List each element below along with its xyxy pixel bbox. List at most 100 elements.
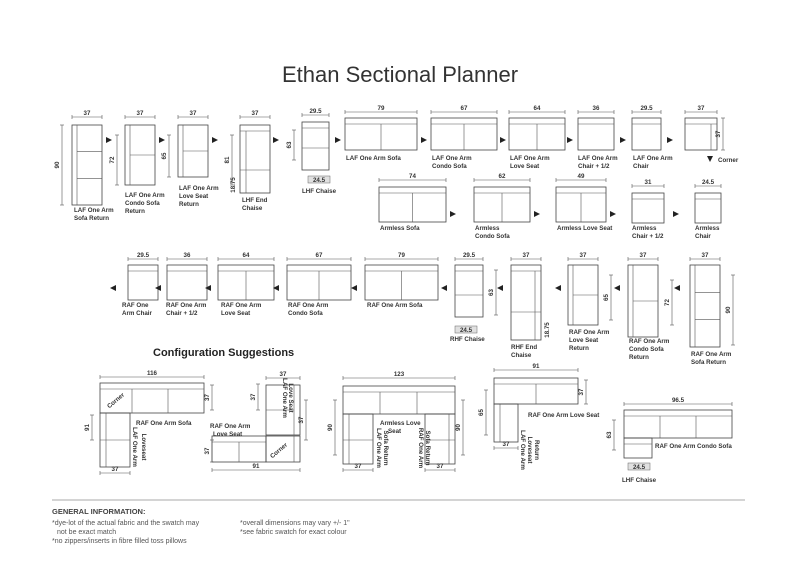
return-piece — [689, 264, 721, 348]
dimension-label: 37 — [298, 416, 305, 423]
dimension-label: 37 — [580, 252, 587, 259]
piece-label: RAF One Arm — [691, 351, 732, 358]
dimension-label: 37 — [355, 463, 362, 470]
dimension-label: 18.75 — [544, 322, 551, 338]
piece-label: LAF One Arm — [74, 207, 114, 214]
arrow-right-icon — [212, 137, 218, 143]
dimension-label: 24.5 — [313, 177, 326, 184]
piece-label: Condo Sofa — [432, 163, 467, 170]
piece-label: LAF One Arm — [125, 192, 165, 199]
note-left-1: *dye-lot of the actual fabric and the sw… — [52, 520, 200, 527]
dimension-label: 63 — [488, 289, 495, 296]
note-right-1: *overall dimensions may vary +/- 1" — [240, 520, 350, 527]
piece-label: Sofa Return — [74, 215, 109, 222]
dimension-label: 72 — [664, 299, 671, 306]
end-chaise-piece — [239, 124, 271, 194]
dimension-label: 37 — [503, 441, 510, 448]
arrow-left-icon — [497, 285, 503, 291]
piece-label: RAF One Arm — [629, 338, 670, 345]
dimension-label: 37 — [715, 130, 722, 137]
seat-piece — [631, 117, 662, 151]
piece-label: Sofa Return — [691, 359, 726, 366]
dimension-label: 36 — [593, 105, 600, 112]
dimension-label: 74 — [409, 173, 416, 180]
dimension-label: 37 — [437, 463, 444, 470]
dimension-label: 37 — [112, 466, 119, 473]
piece-label: RAF One Arm — [166, 302, 207, 309]
config-label: LAF One Arm — [281, 378, 288, 418]
dimension-label: 64 — [534, 105, 541, 112]
dimension-label: 37 — [702, 252, 709, 259]
chaise-piece — [454, 264, 484, 318]
dimension-label: 31 — [645, 179, 652, 186]
dimension-box — [307, 175, 331, 184]
piece-label: Return — [629, 354, 649, 361]
piece-label: RHF End — [511, 344, 537, 351]
piece-label: Love Seat — [510, 163, 539, 170]
return-piece — [71, 124, 103, 206]
config-label: RAF One Arm Sofa — [136, 420, 192, 427]
seat-piece — [577, 117, 615, 151]
config-5-sofa — [623, 409, 733, 439]
dimension-label: 29.5 — [137, 252, 150, 259]
arrow-right-icon — [273, 137, 279, 143]
seat-piece — [127, 264, 159, 301]
config-label: LAF One Arm — [375, 428, 382, 468]
piece-label: LAF One Arm — [179, 185, 219, 192]
config-label: Loveseat — [140, 434, 147, 461]
config-label: RAF One Arm Condo Sofa — [655, 443, 732, 450]
dimension-label: 37 — [190, 110, 197, 117]
config-label: LAF One Arm — [131, 427, 138, 467]
seat-piece — [631, 192, 665, 224]
dimension-label: 67 — [461, 105, 468, 112]
dimension-label: 37 — [252, 110, 259, 117]
dimension-label: 96.5 — [672, 397, 685, 404]
config-label: LAF One Arm — [519, 430, 526, 470]
config-label: Loveseat — [526, 437, 533, 464]
dimension-label: 29.5 — [640, 105, 653, 112]
arrow-right-icon — [159, 137, 165, 143]
piece-label: Condo Sofa — [288, 310, 323, 317]
piece-label: Chair — [633, 163, 649, 170]
config-2-corner — [265, 435, 301, 463]
dimension-label: 37 — [84, 110, 91, 117]
arrow-left-icon — [614, 285, 620, 291]
chaise-piece — [301, 121, 330, 171]
piece-label: Return — [125, 208, 145, 215]
piece-label: Armless — [475, 225, 500, 232]
dimension-label: 90 — [725, 306, 732, 313]
piece-label: Chaise — [511, 352, 532, 359]
dimension-label: 24.5 — [702, 179, 715, 186]
dimension-label: 79 — [398, 252, 405, 259]
dimension-label: 91 — [253, 463, 260, 470]
config-3-right-return — [424, 413, 456, 465]
piece-label: Condo Sofa — [475, 233, 510, 240]
piece-label: Arm Chair — [122, 310, 153, 317]
dimension-label: 37 — [640, 252, 647, 259]
piece-label: RAF One — [122, 302, 149, 309]
piece-label: Love Seat — [569, 337, 598, 344]
arrow-right-icon — [610, 211, 616, 217]
arrow-right-icon — [567, 137, 573, 143]
config-label: RAF One Arm — [210, 423, 251, 430]
piece-label: Return — [569, 345, 589, 352]
config-1-sofa — [99, 382, 205, 414]
config-label: Armless Love — [380, 420, 421, 427]
dimension-label: 116 — [147, 370, 158, 377]
arrow-right-icon — [421, 137, 427, 143]
config-4-return — [493, 403, 519, 443]
dimension-label: 65 — [603, 294, 610, 301]
piece-label: RAF One Arm — [288, 302, 329, 309]
config-3-back — [342, 385, 456, 415]
arrow-right-icon — [673, 211, 679, 217]
piece-label: LAF One Arm — [510, 155, 550, 162]
piece-label: Love Seat — [221, 310, 250, 317]
dimension-label: 90 — [455, 424, 462, 431]
note-left-3: *no zippers/inserts in fibre filled toss… — [52, 538, 187, 545]
dimension-label: 67 — [316, 252, 323, 259]
general-info-heading: GENERAL INFORMATION: — [52, 507, 146, 516]
dimension-label: 72 — [109, 156, 116, 163]
dimension-label: 24.5 — [633, 464, 646, 471]
